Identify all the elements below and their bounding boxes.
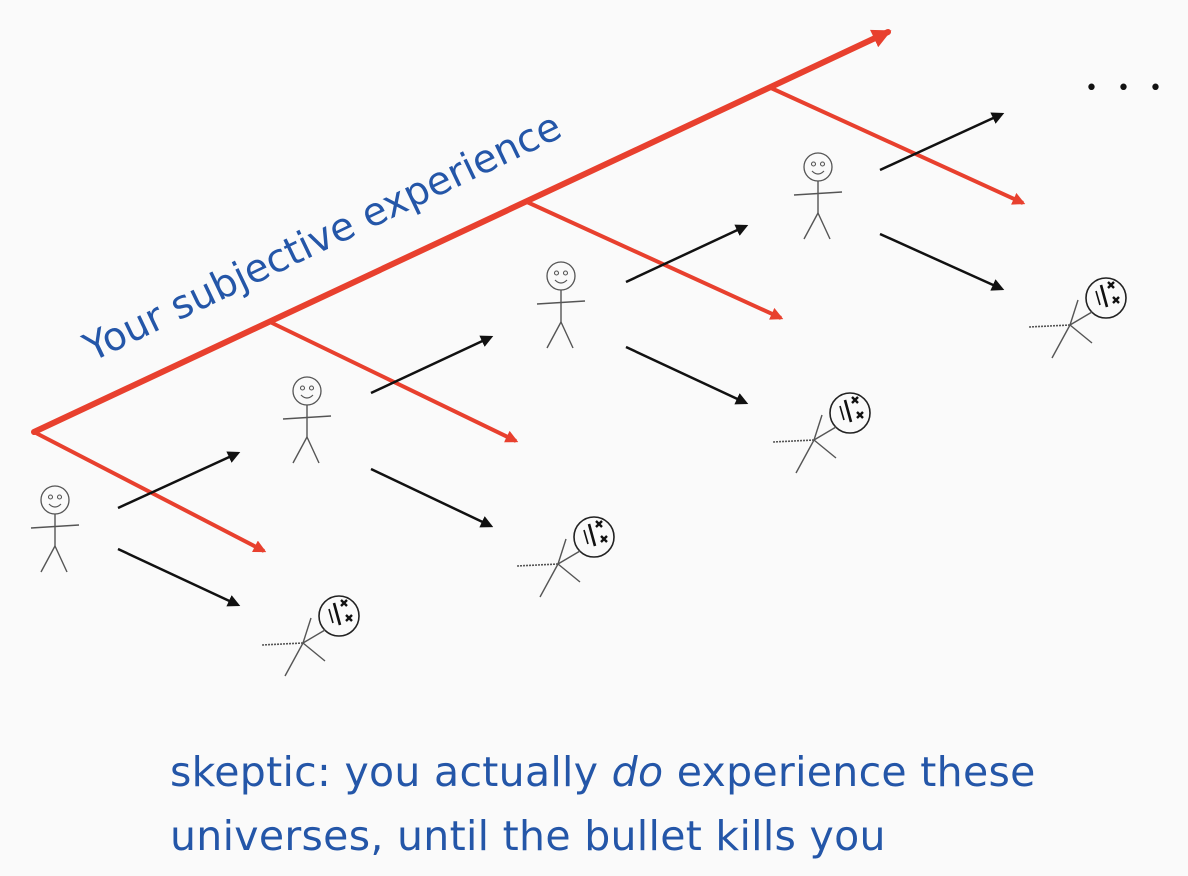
death-arrow-4 (879, 232, 1005, 291)
survive-arrow-4 (879, 112, 1005, 172)
red-branch-3 (526, 200, 784, 320)
alive-figure-1 (30, 485, 80, 573)
caption-line-1-prefix: skeptic: you actually (170, 748, 612, 796)
dead-figure-3 (771, 391, 872, 475)
subjective-main-arrow (31, 29, 892, 435)
red-branch-1 (33, 430, 267, 553)
subjective-experience-label: Your subjective experience (76, 104, 568, 371)
alive-figure-3 (536, 261, 586, 349)
survive-arrow-1 (117, 451, 241, 510)
dead-figure-4 (1027, 276, 1128, 360)
dead-figure-1 (260, 594, 361, 678)
survive-arrow-2 (370, 335, 494, 395)
death-arrow-3 (625, 345, 749, 405)
caption-emphasis: do (611, 748, 664, 796)
dead-figure-2 (515, 515, 616, 599)
alive-figure-4 (793, 152, 843, 240)
caption-line-2: universes, until the bullet kills you (170, 812, 886, 860)
survive-arrow-3 (625, 224, 749, 284)
death-arrow-1 (117, 547, 241, 607)
red-branch-4 (770, 86, 1026, 205)
ellipsis: • • • (1085, 76, 1168, 101)
death-arrow-2 (370, 467, 494, 528)
caption-line-1: skeptic: you actually do experience thes… (170, 748, 1036, 796)
alive-figure-2 (282, 376, 332, 464)
caption-line-1-suffix: experience these (663, 748, 1036, 796)
branch-arrows (117, 112, 1005, 607)
